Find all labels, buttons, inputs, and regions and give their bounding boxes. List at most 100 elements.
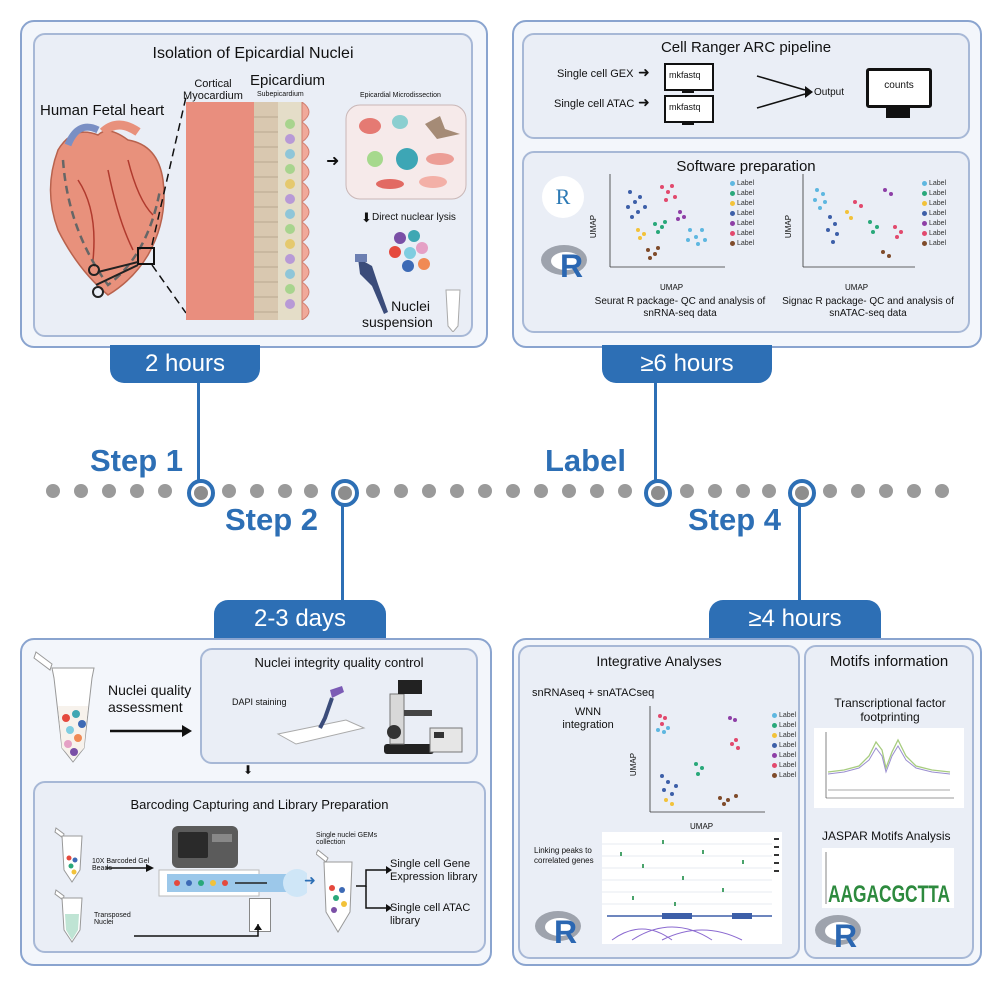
step4-label: Step 4 (688, 502, 782, 537)
seurat-caption: Seurat R package- QC and analysis of snR… (594, 296, 766, 319)
snrna-text: snRNAseq (532, 687, 585, 699)
mkfastq-label-1: mkfastq (669, 70, 701, 80)
jaspar-label: JASPAR Motifs Analysis (822, 829, 951, 843)
signac-legend-1: Label (922, 180, 946, 187)
nuclei-and-pipette (355, 230, 461, 332)
integrity-title: Nuclei integrity quality control (254, 655, 424, 670)
seurat-legend-2: Label (730, 190, 754, 197)
mkfastq-monitor-1: mkfastq (664, 63, 714, 91)
step1-label: Step 1 (90, 443, 184, 478)
gems-label: Single nuclei GEMs collection (316, 832, 378, 846)
atac-library-label: Single cell ATAC library (390, 902, 471, 927)
timeline-dot (736, 484, 750, 498)
wnn-label: WNN integration (562, 706, 614, 731)
timeline-dot (102, 484, 116, 498)
isolation-title: Isolation of Epicardial Nuclei (152, 45, 354, 62)
transposed-label: Transposed Nuclei (94, 912, 131, 926)
timeline-dot (278, 484, 292, 498)
wnn-legend-4: Label (772, 742, 796, 749)
gel-beads-tube (54, 827, 83, 883)
step4-connector (798, 496, 801, 602)
seurat-legend-1: Label (730, 180, 754, 187)
step2-label: Step 2 (225, 502, 319, 537)
nuclei-tube (33, 651, 95, 763)
timeline-dot (935, 484, 949, 498)
seurat-legend-5: Label (730, 220, 754, 227)
timeline-dot (823, 484, 837, 498)
integrative-subpanel: Integrative Analyses (518, 645, 800, 959)
timeline-dot (250, 484, 264, 498)
mkfastq-monitor-2: mkfastq (664, 95, 714, 123)
footprint-plot (814, 728, 964, 808)
step3-connector (654, 383, 657, 486)
monitor-stand-2 (682, 121, 694, 125)
output-arrows (756, 75, 813, 109)
barcoding-title: Barcoding Capturing and Library Preparat… (130, 797, 389, 812)
signac-legend-2: Label (922, 190, 946, 197)
timeline-dot (74, 484, 88, 498)
timeline-dot (590, 484, 604, 498)
wnn-legend-2: Label (772, 722, 796, 729)
transposed-to-chip-line (134, 924, 262, 937)
microdissection-label: Epicardial Microdissection (360, 92, 441, 99)
step2-duration-tab: 2-3 days (214, 600, 386, 638)
timeline-dot (708, 484, 722, 498)
chromium-controller (172, 826, 238, 868)
timeline-dot (907, 484, 921, 498)
signac-umap-xlabel: UMAP (845, 283, 869, 292)
down-arrow-barcoding: ⬇ (243, 763, 254, 777)
timeline-dot (366, 484, 380, 498)
snrna-label: snRNAseq + snATACseq (532, 687, 654, 699)
software-subpanel: Software preparation (522, 151, 970, 333)
timeline-dot (762, 484, 776, 498)
wnn-umap-ylabel: UMAP (629, 752, 639, 777)
timeline-dot (562, 484, 576, 498)
heart-label: Human Fetal heart (40, 102, 165, 119)
mkfastq-label-2: mkfastq (669, 102, 701, 112)
step4-duration-tab: ≥4 hours (709, 600, 881, 638)
software-title: Software preparation (676, 158, 816, 175)
integrative-title: Integrative Analyses (596, 653, 722, 669)
timeline-dot (534, 484, 548, 498)
step3-duration-tab: ≥6 hours (602, 345, 772, 383)
wnn-umap-plot (649, 706, 765, 813)
wnn-legend-6: Label (772, 762, 796, 769)
to-gems-arrow: ➜ (304, 872, 316, 888)
zoom-lines (151, 96, 187, 314)
gel-beads-label: 10X Barcoded Gel Beads (92, 858, 150, 872)
svg-text:R: R (554, 914, 577, 946)
timeline-dot (222, 484, 236, 498)
timeline-dot (422, 484, 436, 498)
signac-legend-4: Label (922, 210, 946, 217)
cortical-label: Cortical Myocardium (183, 78, 243, 102)
wnn-legend-1: Label (772, 712, 796, 719)
plus-text: + (587, 687, 595, 699)
seurat-umap-xlabel: UMAP (660, 283, 684, 292)
pipette-slide (276, 686, 366, 745)
atac-arrow: ➜ (638, 94, 650, 110)
transposed-tube (54, 889, 83, 943)
snatac-text: snATACseq (597, 687, 655, 699)
dissected-cells (345, 104, 467, 200)
signac-umap-plot (802, 174, 915, 268)
quality-arrow (110, 725, 192, 737)
microscope-icon (384, 680, 463, 754)
step2-node (331, 479, 359, 507)
signac-legend-6: Label (922, 230, 946, 237)
seurat-legend-3: Label (730, 200, 754, 207)
step1-connector (197, 383, 200, 486)
dapi-label: DAPI staining (232, 697, 287, 707)
gel-to-chip-arrow (106, 864, 154, 872)
timeline-dot (618, 484, 632, 498)
chip-well (249, 898, 271, 932)
timeline-dot (394, 484, 408, 498)
sequence-logo: AAGACGCTTA (822, 848, 954, 908)
step1-duration-tab: 2 hours (110, 345, 260, 383)
nuclei-quality-label: Nuclei quality assessment (108, 682, 192, 715)
lysis-label: Direct nuclear lysis (372, 212, 456, 223)
library-branch-arrows (356, 866, 392, 912)
counts-monitor-stand (886, 108, 910, 118)
motifs-title: Motifs information (829, 653, 949, 670)
svg-text:R: R (834, 918, 857, 950)
seurat-legend-7: Label (730, 240, 754, 247)
